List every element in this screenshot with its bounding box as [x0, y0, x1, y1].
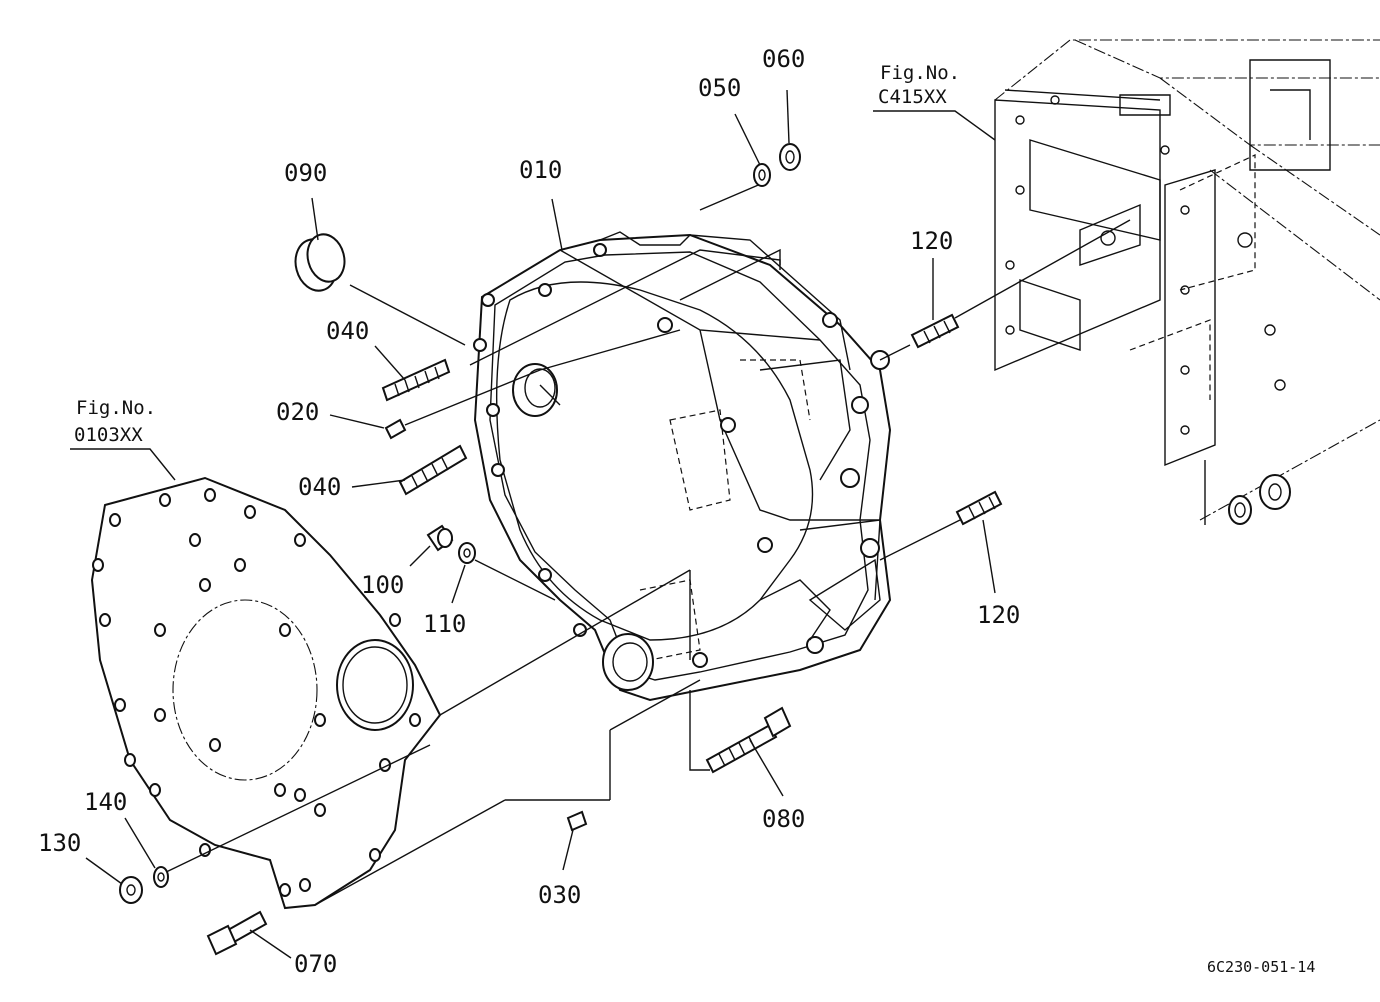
reference-c415xx-line1: Fig.No.: [880, 62, 960, 84]
plug-100: [426, 524, 454, 552]
bolt-080: [705, 706, 792, 774]
reference-c415xx-line2: C415XX: [878, 86, 947, 108]
label-040-lower: 040: [298, 473, 341, 501]
label-140: 140: [84, 788, 127, 816]
label-100: 100: [361, 571, 404, 599]
label-070: 070: [294, 950, 337, 978]
drawing-code: 6C230-051-14: [1207, 958, 1315, 976]
reference-0103xx: Fig.No. 0103XX: [70, 397, 176, 481]
label-050: 050: [698, 74, 741, 102]
label-110: 110: [423, 610, 466, 638]
label-120-upper: 120: [910, 227, 953, 255]
reference-c415xx: Fig.No. C415XX: [873, 62, 996, 141]
label-020: 020: [276, 398, 319, 426]
pin-020: [384, 418, 407, 440]
nut-060: [779, 143, 801, 171]
frame-assembly: [994, 39, 1380, 525]
label-040-upper: 040: [326, 317, 369, 345]
label-060: 060: [762, 45, 805, 73]
label-080: 080: [762, 805, 805, 833]
nut-130: [119, 876, 143, 904]
washer-140: [153, 866, 169, 888]
clutch-housing: [473, 231, 892, 702]
flywheel-plate: [90, 476, 442, 910]
label-090: 090: [284, 159, 327, 187]
stud-120-lower: [955, 490, 1003, 526]
washer-050: [753, 163, 771, 187]
stud-040-upper: [381, 358, 451, 402]
pin-030: [566, 810, 588, 832]
stud-120-upper: [910, 313, 960, 349]
label-120-lower: 120: [977, 601, 1020, 629]
stud-040-lower: [398, 444, 468, 496]
label-030: 030: [538, 881, 581, 909]
bolt-070: [206, 910, 268, 956]
reference-0103xx-line2: 0103XX: [74, 424, 143, 446]
plug-090: [294, 233, 466, 346]
label-010: 010: [519, 156, 562, 184]
reference-0103xx-line1: Fig.No.: [76, 397, 156, 419]
washer-110: [458, 542, 476, 564]
label-130: 130: [38, 829, 81, 857]
